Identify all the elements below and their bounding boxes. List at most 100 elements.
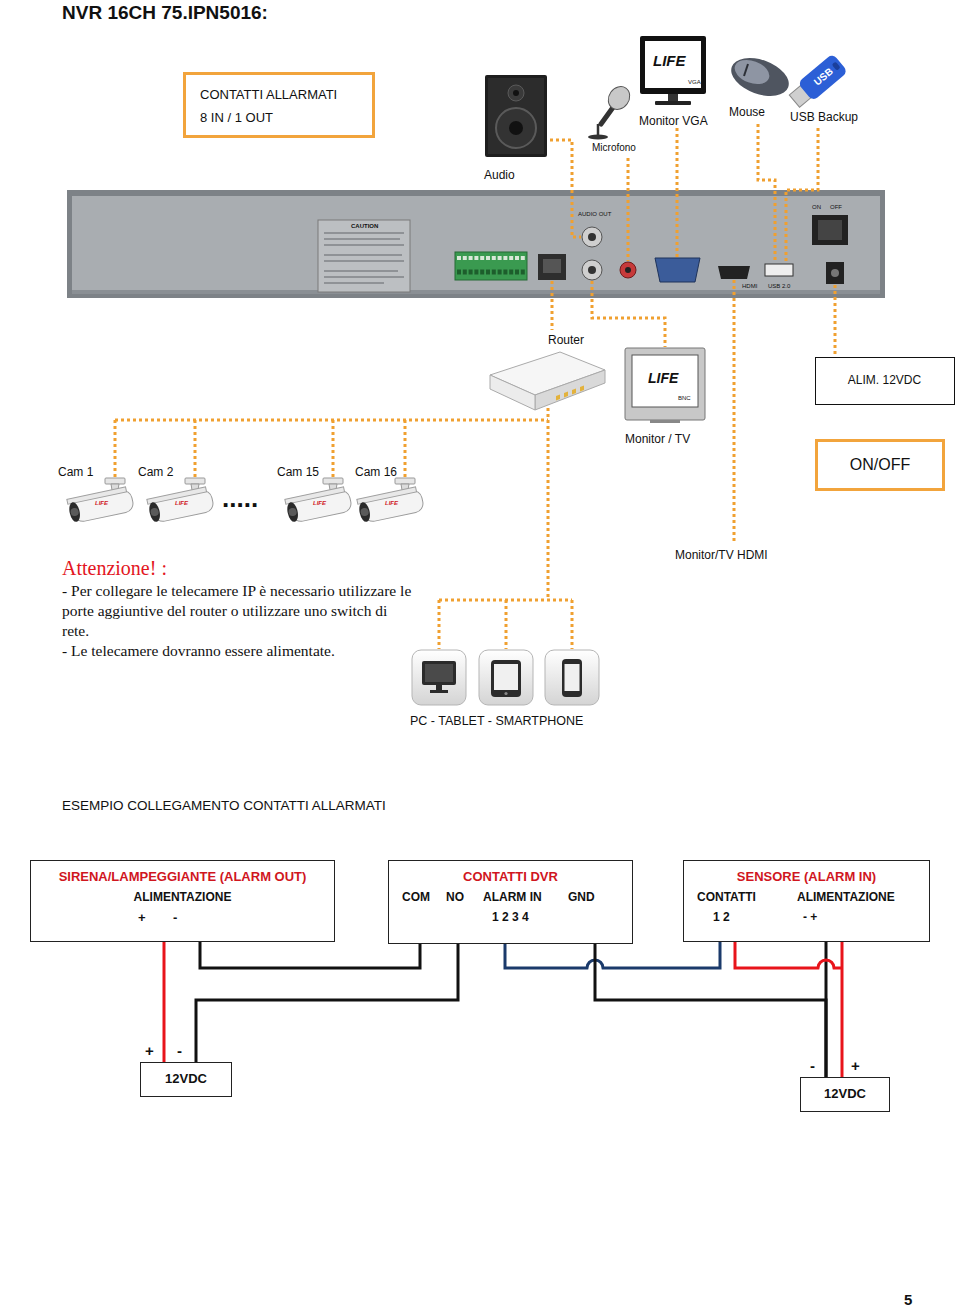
ip-camera [357,478,425,524]
nvr-rear-panel [324,282,384,284]
box-text: GND [568,891,595,905]
box-text: 8 IN / 1 OUT [200,111,273,126]
dotted-cable [194,420,197,477]
nvr-rear-panel [455,252,527,280]
switch-label: OFF [830,204,842,211]
dotted-cable [404,420,407,477]
client-device-icons [491,660,521,697]
port-label: USB 2.0 [768,283,790,290]
box-text: ALIM. 12VDC [848,374,921,388]
ellipsis-mark: ..... [222,484,258,514]
microphone-icon [597,124,600,135]
wire [505,942,720,968]
dotted-cable [114,420,117,477]
client-device-icons [545,650,599,705]
power-12v-box: +-12VDC [140,1062,232,1097]
dotted-cable [505,600,508,649]
vga-monitor-icon [640,36,706,94]
power-12v-box: -+12VDC [800,1077,890,1112]
camera-label: Cam 16 [355,466,397,480]
nvr-rear-panel [765,264,793,276]
siren-box: SIRENA/LAMPEGGIANTE (ALARM OUT) ALIMENTAZ… [30,860,335,942]
speaker-icon [485,75,547,157]
tv-monitor-icon [625,348,705,423]
dvr-contacts-box: CONTATTI DVRCOMNOALARM INGND1 2 3 4 [388,860,633,944]
nvr-rear-panel [625,267,631,273]
dotted-cable [758,124,775,263]
box-text: + [851,1057,860,1074]
box-text: ALIMENTAZIONE [797,891,895,905]
nvr-rear-panel [324,270,398,272]
wire [841,942,844,1077]
dotted-cable [551,281,554,330]
brand-mark: USB [812,66,836,88]
device-label: PC - TABLET - SMARTPHONE [410,714,583,728]
client-device-icons [412,650,466,705]
box-text: ALIMENTAZIONE [134,891,232,905]
port-label: AUDIO OUT [578,211,611,218]
client-device-icons [425,664,453,682]
brand-mark: LIFE [313,500,326,507]
mouse-icon [726,51,794,103]
box-text: - + [803,911,817,925]
box-text: 1 2 [713,911,730,925]
box-text: SIRENA/LAMPEGGIANTE (ALARM OUT) [59,870,307,885]
box-text: - [177,1042,182,1059]
section-heading: ESEMPIO COLLEGAMENTO CONTATTI ALLARMATI [62,798,386,814]
switch-box: ON/OFF [815,439,945,491]
dotted-cable [834,285,837,356]
nvr-rear-panel [826,262,844,284]
device-label: Monitor/TV HDMI [675,549,768,563]
nvr-rear-panel [67,190,885,298]
client-device-icons [479,650,533,705]
nvr-rear-panel [324,232,404,234]
sensor-box: SENSORE (ALARM IN)CONTATTIALIMENTAZIONE1… [683,860,930,942]
warning-note: - Le telecamere dovranno essere alimenta… [62,641,412,661]
nvr-rear-panel [812,215,848,245]
microphone-icon [588,135,608,140]
nvr-rear-panel [543,259,561,273]
port-label: HDMI [742,283,757,290]
speaker-icon [485,75,547,157]
router-icon [556,395,560,401]
mouse-icon [744,64,748,76]
device-label: Mouse [729,106,765,120]
wire [825,942,828,1077]
client-device-icons [504,692,507,695]
router-icon [572,389,576,395]
mouse-icon [731,56,772,89]
nvr-rear-panel [457,256,525,260]
dotted-cable [115,124,835,649]
device-label: Monitor VGA [639,115,708,129]
nvr-rear-panel [588,233,596,241]
client-device-icons [412,650,599,705]
wire [163,942,166,1062]
camera-label: Cam 1 [58,466,93,480]
device-label: Audio [484,169,515,183]
vga-monitor-icon [645,41,701,88]
ip-camera [285,478,353,524]
nvr-rear-panel [324,260,404,262]
power-supply-box: ALIM. 12VDC [815,357,955,405]
client-device-icons [562,659,582,697]
box-text: CONTATTI [697,891,756,905]
dotted-cable [438,600,441,649]
nvr-rear-panel [718,266,750,279]
nvr-rear-panel [831,269,839,277]
nvr-rear-panel [588,266,596,274]
brand-mark: LIFE [385,500,398,507]
panel-mark: CAUTION [351,223,378,230]
dotted-cable [733,280,736,543]
nvr-rear-panel [324,238,400,240]
vga-monitor-icon [668,94,678,102]
nvr-rear-panel [324,254,402,256]
box-text: ON/OFF [850,456,910,474]
warning-block: Attenzione! :- Per collegare le telecame… [62,555,412,662]
device-label: USB Backup [790,111,858,125]
dotted-cable [592,281,665,347]
speaker-icon [496,108,536,148]
client-device-icons [422,661,456,685]
camera-label: Cam 15 [277,466,319,480]
